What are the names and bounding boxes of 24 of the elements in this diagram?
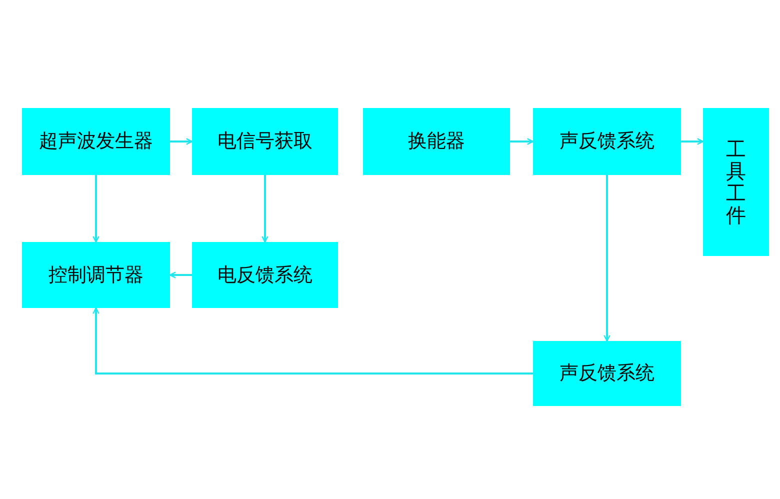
process-box (192, 108, 338, 175)
process-box (22, 242, 170, 308)
process-box (533, 341, 681, 406)
arrow (510, 138, 534, 145)
arrow (92, 175, 100, 243)
process-box (192, 242, 338, 308)
box-label: 工具工件 (726, 138, 746, 226)
process-box (703, 108, 769, 256)
arrow (92, 307, 533, 374)
arrow (169, 272, 192, 278)
process-box (533, 108, 681, 175)
box-label: 声反馈系统 (560, 361, 654, 386)
box-label: 电信号获取 (218, 129, 312, 154)
box-label: 声反馈系统 (560, 129, 654, 154)
arrow (604, 175, 610, 342)
arrow (681, 138, 704, 145)
process-box (22, 108, 170, 175)
process-box (363, 108, 510, 175)
box-label: 换能器 (408, 129, 465, 154)
box-label: 超声波发生器 (39, 129, 153, 154)
arrow (262, 175, 268, 243)
box-label: 控制调节器 (48, 262, 144, 288)
arrow (170, 138, 193, 145)
box-label: 电反馈系统 (218, 262, 312, 288)
